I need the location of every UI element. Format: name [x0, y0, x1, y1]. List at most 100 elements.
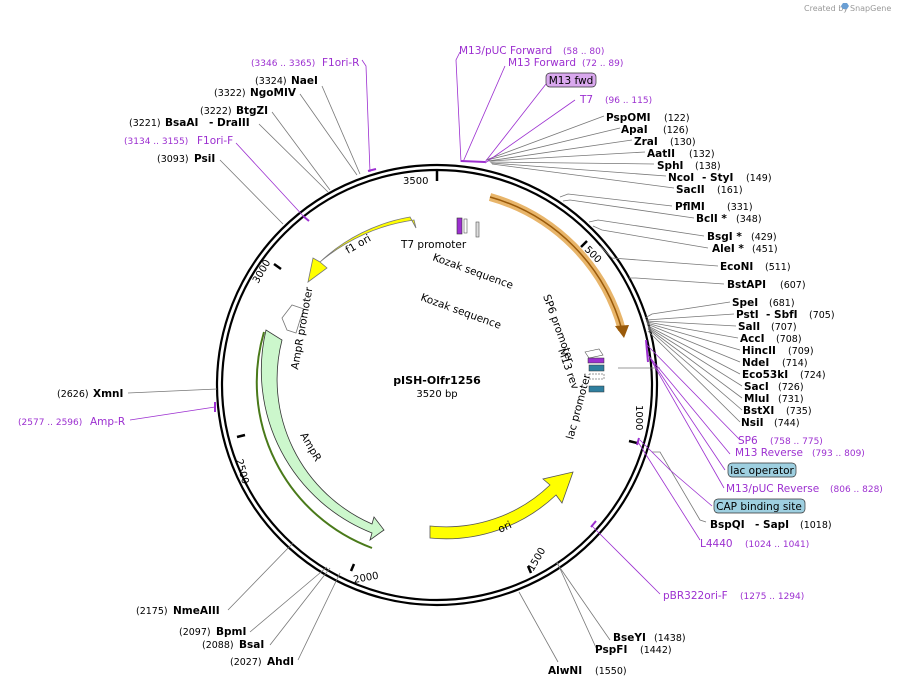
enzyme-pos: (705): [809, 310, 835, 321]
right-primer-labels: M13/pUC Forward (58 .. 80) M13 Forward (…: [459, 45, 883, 602]
enzyme-label: AatII: [647, 148, 675, 160]
ori-label: ori: [496, 519, 513, 536]
enzyme-label: SpeI: [732, 297, 758, 309]
primer-label: Amp-R: [90, 416, 125, 428]
primer-label: SP6: [738, 435, 758, 447]
enzyme-pos: (161): [717, 185, 743, 196]
brand-text: SnapGene: [850, 4, 891, 13]
bottom-enzyme-labels: BseYI (1438) PspFI (1442) AlwNI (1550): [548, 632, 686, 677]
enzyme-label: AccI: [740, 333, 764, 345]
enzyme-label: BtgZI: [236, 105, 268, 117]
enzyme-label: BstXI: [743, 405, 774, 417]
primer-pos: (3346 .. 3365): [251, 59, 315, 69]
enzyme-pos: (1438): [654, 633, 686, 644]
enzyme-pos: (1442): [640, 645, 672, 656]
enzyme-label: BspQI: [710, 519, 745, 531]
enzyme-pos: (126): [663, 125, 689, 136]
primer-label: M13/pUC Reverse: [726, 483, 819, 495]
enzyme-pos: (3222): [200, 106, 232, 117]
enzyme-pos: (429): [751, 232, 777, 243]
primer-pos: (3134 .. 3155): [124, 137, 188, 147]
snapgene-logo-icon: [841, 3, 849, 9]
enzyme-label: SphI: [657, 160, 683, 172]
backbone-inner: [220, 168, 654, 602]
kozak-label-2: Kozak sequence: [419, 292, 503, 332]
backbone-outer: [215, 163, 659, 607]
enzyme-pos: (2175): [136, 606, 168, 617]
primer-pos: (2577 .. 2596): [18, 418, 82, 428]
sp6-promoter-mark: [584, 348, 604, 359]
enzyme-pos: (3093): [157, 154, 189, 165]
cap-site-mark: [588, 385, 605, 393]
primer-label: M13 fwd: [549, 75, 594, 87]
enzyme-pos: (724): [800, 370, 826, 381]
tick-label-3500: 3500: [403, 176, 428, 187]
enzyme-label: AleI *: [712, 243, 744, 255]
enzyme-label: NgoMIV: [250, 87, 297, 99]
enzyme-label: MluI: [744, 393, 769, 405]
primer-pos: (806 .. 828): [830, 485, 883, 495]
enzyme-label: PsiI: [194, 153, 215, 165]
right-enzyme-labels: PspOMI (122) ApaI (126) ZraI (130) AatII…: [606, 112, 835, 531]
enzyme-pos: (122): [664, 113, 690, 124]
left-leaders: [127, 85, 361, 661]
m13-rev-mark: [587, 357, 605, 364]
enzyme-label: AhdI: [267, 656, 294, 668]
f1-ori-arrow: [307, 216, 417, 283]
lac-operator-mark: [588, 364, 605, 372]
enzyme-label: ApaI: [621, 124, 648, 136]
tick-label-2000: 2000: [353, 571, 380, 586]
enzyme-pos: (331): [727, 202, 753, 213]
insert-orf-arrowhead: [615, 325, 629, 338]
enzyme-pos: (3221): [129, 118, 161, 129]
primer-label: M13 Forward: [508, 57, 576, 69]
primer-pos: (58 .. 80): [563, 47, 604, 57]
enzyme-label-2: - SbfI: [766, 309, 798, 321]
primer-pos: (758 .. 775): [770, 437, 823, 447]
enzyme-label: SacII: [676, 184, 705, 196]
primer-label: F1ori-F: [197, 135, 233, 147]
enzyme-pos: (1018): [800, 520, 832, 531]
lac-operator-box: [727, 462, 797, 478]
primer-label: L4440: [700, 538, 733, 550]
enzyme-label: ZraI: [634, 136, 658, 148]
enzyme-pos: (744): [774, 418, 800, 429]
enzyme-label: BclI *: [696, 213, 727, 225]
enzyme-pos: (3324): [255, 76, 287, 87]
enzyme-label: PflMI: [675, 201, 705, 213]
enzyme-pos: (709): [788, 346, 814, 357]
enzyme-pos: (681): [769, 298, 795, 309]
enzyme-pos: (726): [778, 382, 804, 393]
enzyme-pos: (511): [765, 262, 791, 273]
enzyme-pos: (3322): [214, 88, 246, 99]
enzyme-label: SalI: [738, 321, 760, 333]
enzyme-label: BsaAI: [165, 117, 198, 129]
enzyme-pos: (2097): [179, 627, 211, 638]
tick-label-1500: 1500: [526, 546, 548, 574]
enzyme-label: SacI: [744, 381, 769, 393]
tick-marks: [236, 171, 638, 574]
kozak-mark-2: [475, 221, 480, 238]
enzyme-label: PspFI: [595, 644, 627, 656]
ampr-orf-line: [255, 331, 373, 549]
enzyme-label: NsiI: [741, 417, 764, 429]
primer-label: F1ori-R: [322, 57, 359, 69]
lac-promoter-mark: [588, 373, 605, 380]
enzyme-label: BsgI *: [707, 231, 742, 243]
primer-pos: (1275 .. 1294): [740, 592, 804, 602]
enzyme-label: NdeI: [742, 357, 769, 369]
enzyme-label: PstI: [736, 309, 759, 321]
kozak-label-1: Kozak sequence: [431, 252, 515, 292]
primer-pos: (1024 .. 1041): [745, 540, 809, 550]
enzyme-label-2: - StyI: [702, 172, 733, 184]
enzyme-pos: (451): [752, 244, 778, 255]
enzyme-pos: (607): [780, 280, 806, 291]
enzyme-label: AlwNI: [548, 665, 582, 677]
bottom-leaders: [518, 561, 611, 663]
enzyme-label-2: - SapI: [755, 519, 789, 531]
left-primer-labels: (3346 .. 3365) F1ori-R (3134 .. 3155) F1…: [18, 57, 359, 428]
left-enzyme-labels: (3324) NaeI NgoMIV (3322) BtgZI (3222) B…: [57, 75, 318, 668]
primer-label: CAP binding site: [716, 501, 802, 513]
enzyme-pos: (735): [786, 406, 812, 417]
